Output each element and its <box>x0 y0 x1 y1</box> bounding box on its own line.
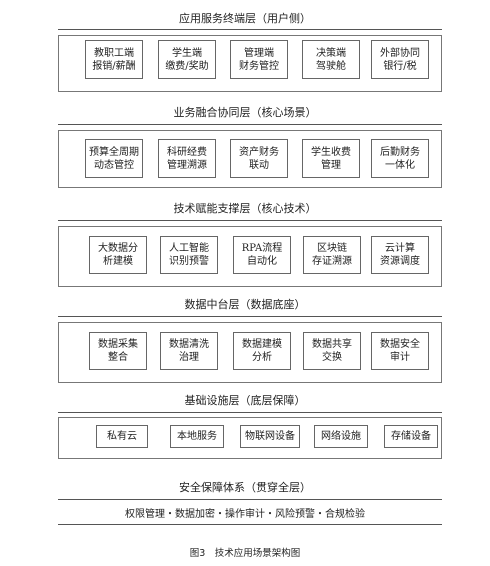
box-business-3: 资产财务联动 <box>230 139 288 178</box>
layer-title-business: 业务融合协同层（核心场景） <box>173 106 317 119</box>
box-infrastructure-2: 本地服务 <box>170 425 224 448</box>
box-application-1: 教职工端报销/薪酬 <box>85 40 143 79</box>
layer-title-technology: 技术赋能支撑层（核心技术） <box>173 202 317 215</box>
box-data-platform-4: 数据共享交换 <box>303 332 361 370</box>
box-data-platform-5: 数据安全审计 <box>371 332 429 370</box>
box-data-platform-2: 数据清洗治理 <box>160 332 218 370</box>
layer-rule <box>58 29 442 30</box>
layer-title-infrastructure: 基础设施层（底层保障） <box>184 394 306 407</box>
layer-rule <box>58 220 442 221</box>
box-business-2: 科研经费管理溯源 <box>158 139 216 178</box>
box-business-5: 后勤财务一体化 <box>371 139 429 178</box>
layer-rule <box>58 124 442 125</box>
box-technology-2: 人工智能识别预警 <box>160 236 218 274</box>
layer-title-security: 安全保障体系（贯穿全层） <box>179 481 311 494</box>
security-items: 权限管理・数据加密・操作审计・风险预警・合规检验 <box>125 509 365 520</box>
box-technology-1: 大数据分析建模 <box>89 236 147 274</box>
box-technology-3: RPA流程自动化 <box>233 236 291 274</box>
layer-rule <box>58 499 442 500</box>
box-application-4: 决策端驾驶舱 <box>302 40 360 79</box>
box-data-platform-3: 数据建模分析 <box>233 332 291 370</box>
box-infrastructure-1: 私有云 <box>96 425 148 448</box>
box-business-4: 学生收费管理 <box>302 139 360 178</box>
box-infrastructure-3: 物联网设备 <box>240 425 300 448</box>
box-application-5: 外部协同银行/税 <box>371 40 429 79</box>
layer-rule <box>58 524 442 525</box>
layer-title-data-platform: 数据中台层（数据底座） <box>184 298 306 311</box>
box-application-3: 管理端财务管控 <box>230 40 288 79</box>
layer-rule <box>58 412 442 413</box>
box-data-platform-1: 数据采集整合 <box>89 332 147 370</box>
layer-title-application: 应用服务终端层（用户侧） <box>179 12 311 25</box>
box-technology-4: 区块链存证溯源 <box>303 236 361 274</box>
box-application-2: 学生端缴费/奖助 <box>158 40 216 79</box>
box-infrastructure-5: 存储设备 <box>384 425 438 448</box>
layer-rule <box>58 316 442 317</box>
box-technology-5: 云计算资源调度 <box>371 236 429 274</box>
box-business-1: 预算全周期动态管控 <box>85 139 143 178</box>
box-infrastructure-4: 网络设施 <box>314 425 368 448</box>
figure-caption: 图3 技术应用场景架构图 <box>189 548 301 559</box>
